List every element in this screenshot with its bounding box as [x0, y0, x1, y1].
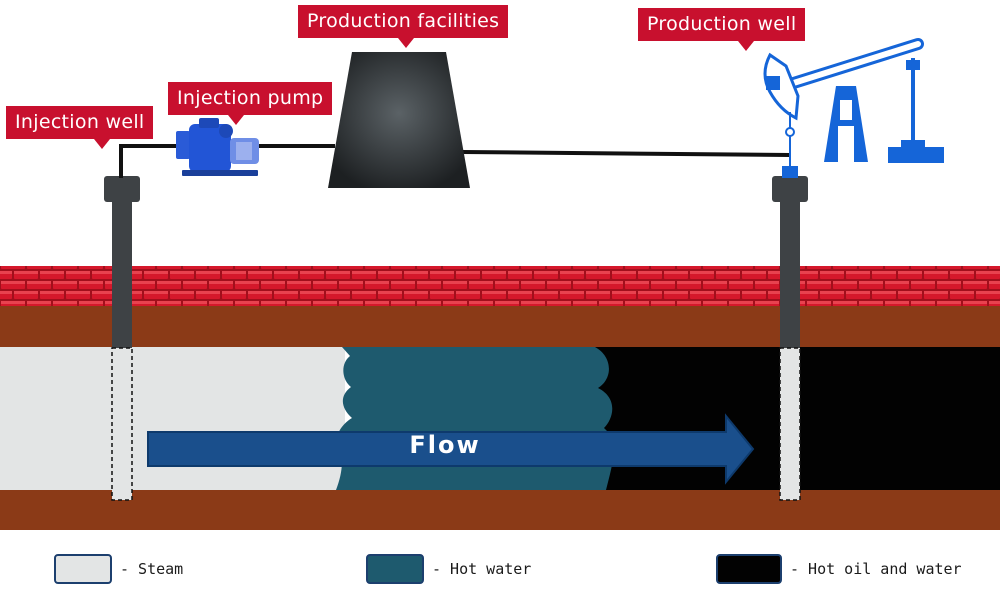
steam-zone	[0, 347, 345, 490]
flow-label: Flow	[409, 431, 481, 459]
legend-swatch-steam	[54, 554, 112, 584]
legend-label-hot-water: - Hot water	[432, 560, 532, 578]
flow-arrow	[147, 413, 755, 485]
legend-item-steam: - Steam	[54, 552, 183, 586]
cap-rock-layer	[0, 266, 1000, 308]
injection-wellhead	[104, 176, 140, 202]
legend-label-hot-oil-and-water: - Hot oil and water	[790, 560, 962, 578]
injection-well-casing	[112, 196, 132, 348]
callout-injection-pump-label: Injection pump	[177, 87, 324, 109]
callout-production-facilities: Production facilities	[298, 5, 509, 48]
injection-well-perforations	[111, 347, 133, 501]
callout-injection-well: Injection well	[6, 106, 154, 149]
hot-water-zone	[336, 347, 614, 490]
pumpjack-icon	[763, 38, 944, 178]
production-well-perforations	[779, 347, 801, 501]
injection-pump-icon	[176, 118, 259, 176]
production-facilities-building	[328, 52, 470, 188]
legend-label-steam: - Steam	[120, 560, 184, 578]
legend-swatch-hot-water	[366, 554, 424, 584]
legend-item-hot-oil-and-water: - Hot oil and water	[716, 552, 962, 586]
legend-item-hot-water: - Hot water	[366, 552, 531, 586]
callout-production-well-label: Production well	[647, 13, 797, 35]
production-well-casing	[780, 196, 800, 348]
facility-to-well-pipeline	[461, 150, 791, 157]
callout-injection-pump: Injection pump	[168, 82, 333, 125]
callout-production-facilities-label: Production facilities	[307, 10, 500, 32]
legend-swatch-hot-oil-and-water	[716, 554, 782, 584]
production-wellhead	[772, 176, 808, 202]
lower-rock-layer	[0, 489, 1000, 530]
injection-pipeline	[119, 144, 182, 178]
upper-rock-layer	[0, 306, 1000, 348]
callout-production-well: Production well	[638, 8, 806, 51]
callout-injection-well-label: Injection well	[15, 111, 145, 133]
